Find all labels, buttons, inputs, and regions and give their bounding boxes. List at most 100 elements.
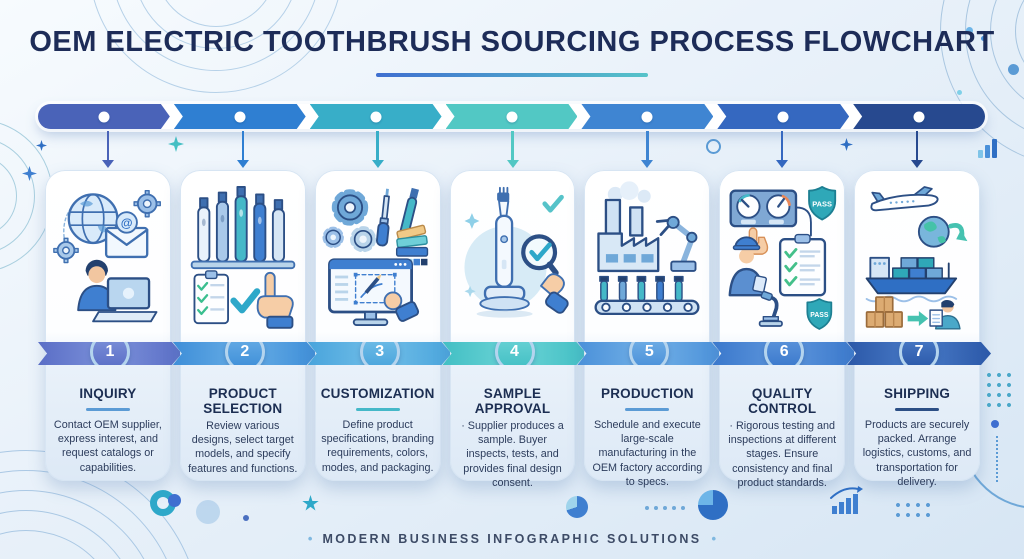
- gauge-pass-shield-icon: PASS: [728, 186, 837, 330]
- pie-chart-icon: [566, 496, 588, 518]
- step-title: CUSTOMIZATION: [320, 386, 435, 401]
- footer-dot: •: [711, 531, 717, 546]
- step-icon: PASS: [719, 170, 845, 350]
- timeline-segment: [853, 104, 985, 129]
- step-body: SHIPPING Products are securely packed. A…: [854, 365, 980, 489]
- dot-row-decoration: [645, 506, 685, 510]
- step-band: 7: [847, 342, 991, 365]
- step-title-underline: [355, 408, 400, 411]
- dot-grid-decoration: [984, 370, 1014, 410]
- step-description: Review various designs, select target mo…: [188, 419, 298, 475]
- step-band: 4: [443, 342, 587, 365]
- pie-chart-icon: [698, 490, 728, 520]
- timeline-segment: [38, 104, 170, 129]
- step-icon: [450, 170, 576, 350]
- step-title: PRODUCT SELECTION: [203, 386, 283, 417]
- step-body: PRODUCT SELECTION Review various designs…: [180, 365, 306, 476]
- step-body: QUALITY CONTROL · Rigorous testing and i…: [719, 365, 845, 490]
- down-arrow-icon: [180, 131, 306, 168]
- magnifier-check-toothbrush-icon: [463, 186, 569, 318]
- dot-decoration: [981, 36, 986, 41]
- step-icon: [584, 170, 710, 350]
- sparkle-icon: [36, 140, 47, 151]
- circle-decoration: [706, 139, 721, 154]
- step-band: 5: [577, 342, 721, 365]
- step-number: 6: [779, 343, 789, 360]
- timeline-dot: [234, 111, 245, 122]
- arrow-row: [45, 131, 980, 168]
- down-arrow-icon: [584, 131, 710, 168]
- step-card-inquiry: @ 1 INQUIRY Contact OEM supplier, expres…: [45, 170, 171, 481]
- dot-decoration: [1008, 64, 1019, 75]
- step-description: Products are securely packed. Arrange lo…: [862, 418, 972, 488]
- footer-text: MODERN BUSINESS INFOGRAPHIC SOLUTIONS: [322, 532, 702, 546]
- step-title: INQUIRY: [79, 386, 137, 401]
- timeline-dot: [98, 111, 109, 122]
- step-title: SAMPLE APPROVAL: [474, 386, 551, 417]
- step-card-quality-control: PASS: [719, 170, 845, 489]
- step-number: 7: [914, 343, 924, 360]
- down-arrow-icon: [450, 131, 576, 168]
- steps-row: @ 1 INQUIRY Contact OEM supplier, expres…: [45, 170, 980, 489]
- down-arrow-icon: [315, 131, 441, 168]
- step-description: Define product specifications, branding …: [321, 418, 435, 474]
- step-number: 1: [105, 343, 115, 360]
- timeline-dot: [642, 111, 653, 122]
- dot-decoration: [243, 515, 249, 521]
- step-band: 2: [173, 342, 317, 365]
- plane-ship-boxes-icon: [865, 186, 968, 330]
- timeline-segment: [717, 104, 849, 129]
- dot-decoration: [957, 90, 962, 95]
- step-title: SHIPPING: [884, 386, 951, 401]
- step-number: 5: [644, 343, 654, 360]
- step-card-production: 5 PRODUCTION Schedule and execute large-…: [584, 170, 710, 488]
- title-underline: [376, 73, 648, 77]
- timeline-segment: [446, 104, 578, 129]
- step-title-underline: [85, 408, 130, 411]
- step-title: QUALITY CONTROL: [748, 386, 817, 417]
- timeline-dot: [913, 111, 925, 122]
- star-icon: [302, 495, 319, 511]
- step-number: 3: [375, 343, 385, 360]
- timeline-dot: [370, 111, 381, 122]
- timeline-segment: [174, 104, 306, 129]
- dot-decoration: [168, 494, 181, 507]
- step-card-sample-approval: 4 SAMPLE APPROVAL · Supplier produces a …: [450, 170, 576, 489]
- factory-conveyor-icon: [594, 181, 700, 316]
- step-description: · Supplier produces a sample. Buyer insp…: [461, 419, 564, 489]
- step-body: INQUIRY Contact OEM supplier, express in…: [45, 365, 171, 475]
- step-body: PRODUCTION Schedule and execute large-sc…: [584, 365, 710, 489]
- down-arrow-icon: [854, 131, 980, 168]
- step-number: 4: [510, 343, 519, 360]
- footer: • MODERN BUSINESS INFOGRAPHIC SOLUTIONS •: [0, 531, 1024, 546]
- step-icon: [315, 170, 441, 350]
- step-card-shipping: 7 SHIPPING Products are securely packed.…: [854, 170, 980, 488]
- step-band: 3: [308, 342, 452, 365]
- dot-decoration: [966, 27, 973, 34]
- toothbrush-lineup-icon: [190, 186, 296, 329]
- growth-chart-icon: [828, 486, 864, 519]
- step-band: 6: [712, 342, 856, 365]
- step-title-underline: [625, 408, 670, 411]
- down-arrow-icon: [45, 131, 171, 168]
- dot-decoration: [991, 420, 999, 428]
- dot-grid-decoration: [893, 500, 933, 520]
- timeline-bar: [38, 104, 985, 129]
- page-title: OEM ELECTRIC TOOTHBRUSH SOURCING PROCESS…: [29, 26, 995, 58]
- down-arrow-icon: [719, 131, 845, 168]
- timeline-segment: [581, 104, 713, 129]
- step-description: · Rigorous testing and inspections at di…: [728, 419, 837, 489]
- pass-label: PASS: [812, 200, 832, 209]
- bar-chart-icon: [978, 138, 1004, 158]
- step-body: CUSTOMIZATION Define product specificati…: [315, 365, 441, 475]
- step-title: PRODUCTION: [600, 386, 694, 401]
- footer-dot: •: [307, 531, 313, 546]
- timeline-dot: [778, 111, 789, 122]
- globe-email-laptop-icon: @: [53, 189, 161, 323]
- step-icon: [854, 170, 980, 350]
- step-title-underline: [895, 408, 940, 411]
- timeline-dot: [506, 111, 517, 122]
- step-icon: [180, 170, 306, 350]
- step-card-customization: 3 CUSTOMIZATION Define product specifica…: [315, 170, 441, 481]
